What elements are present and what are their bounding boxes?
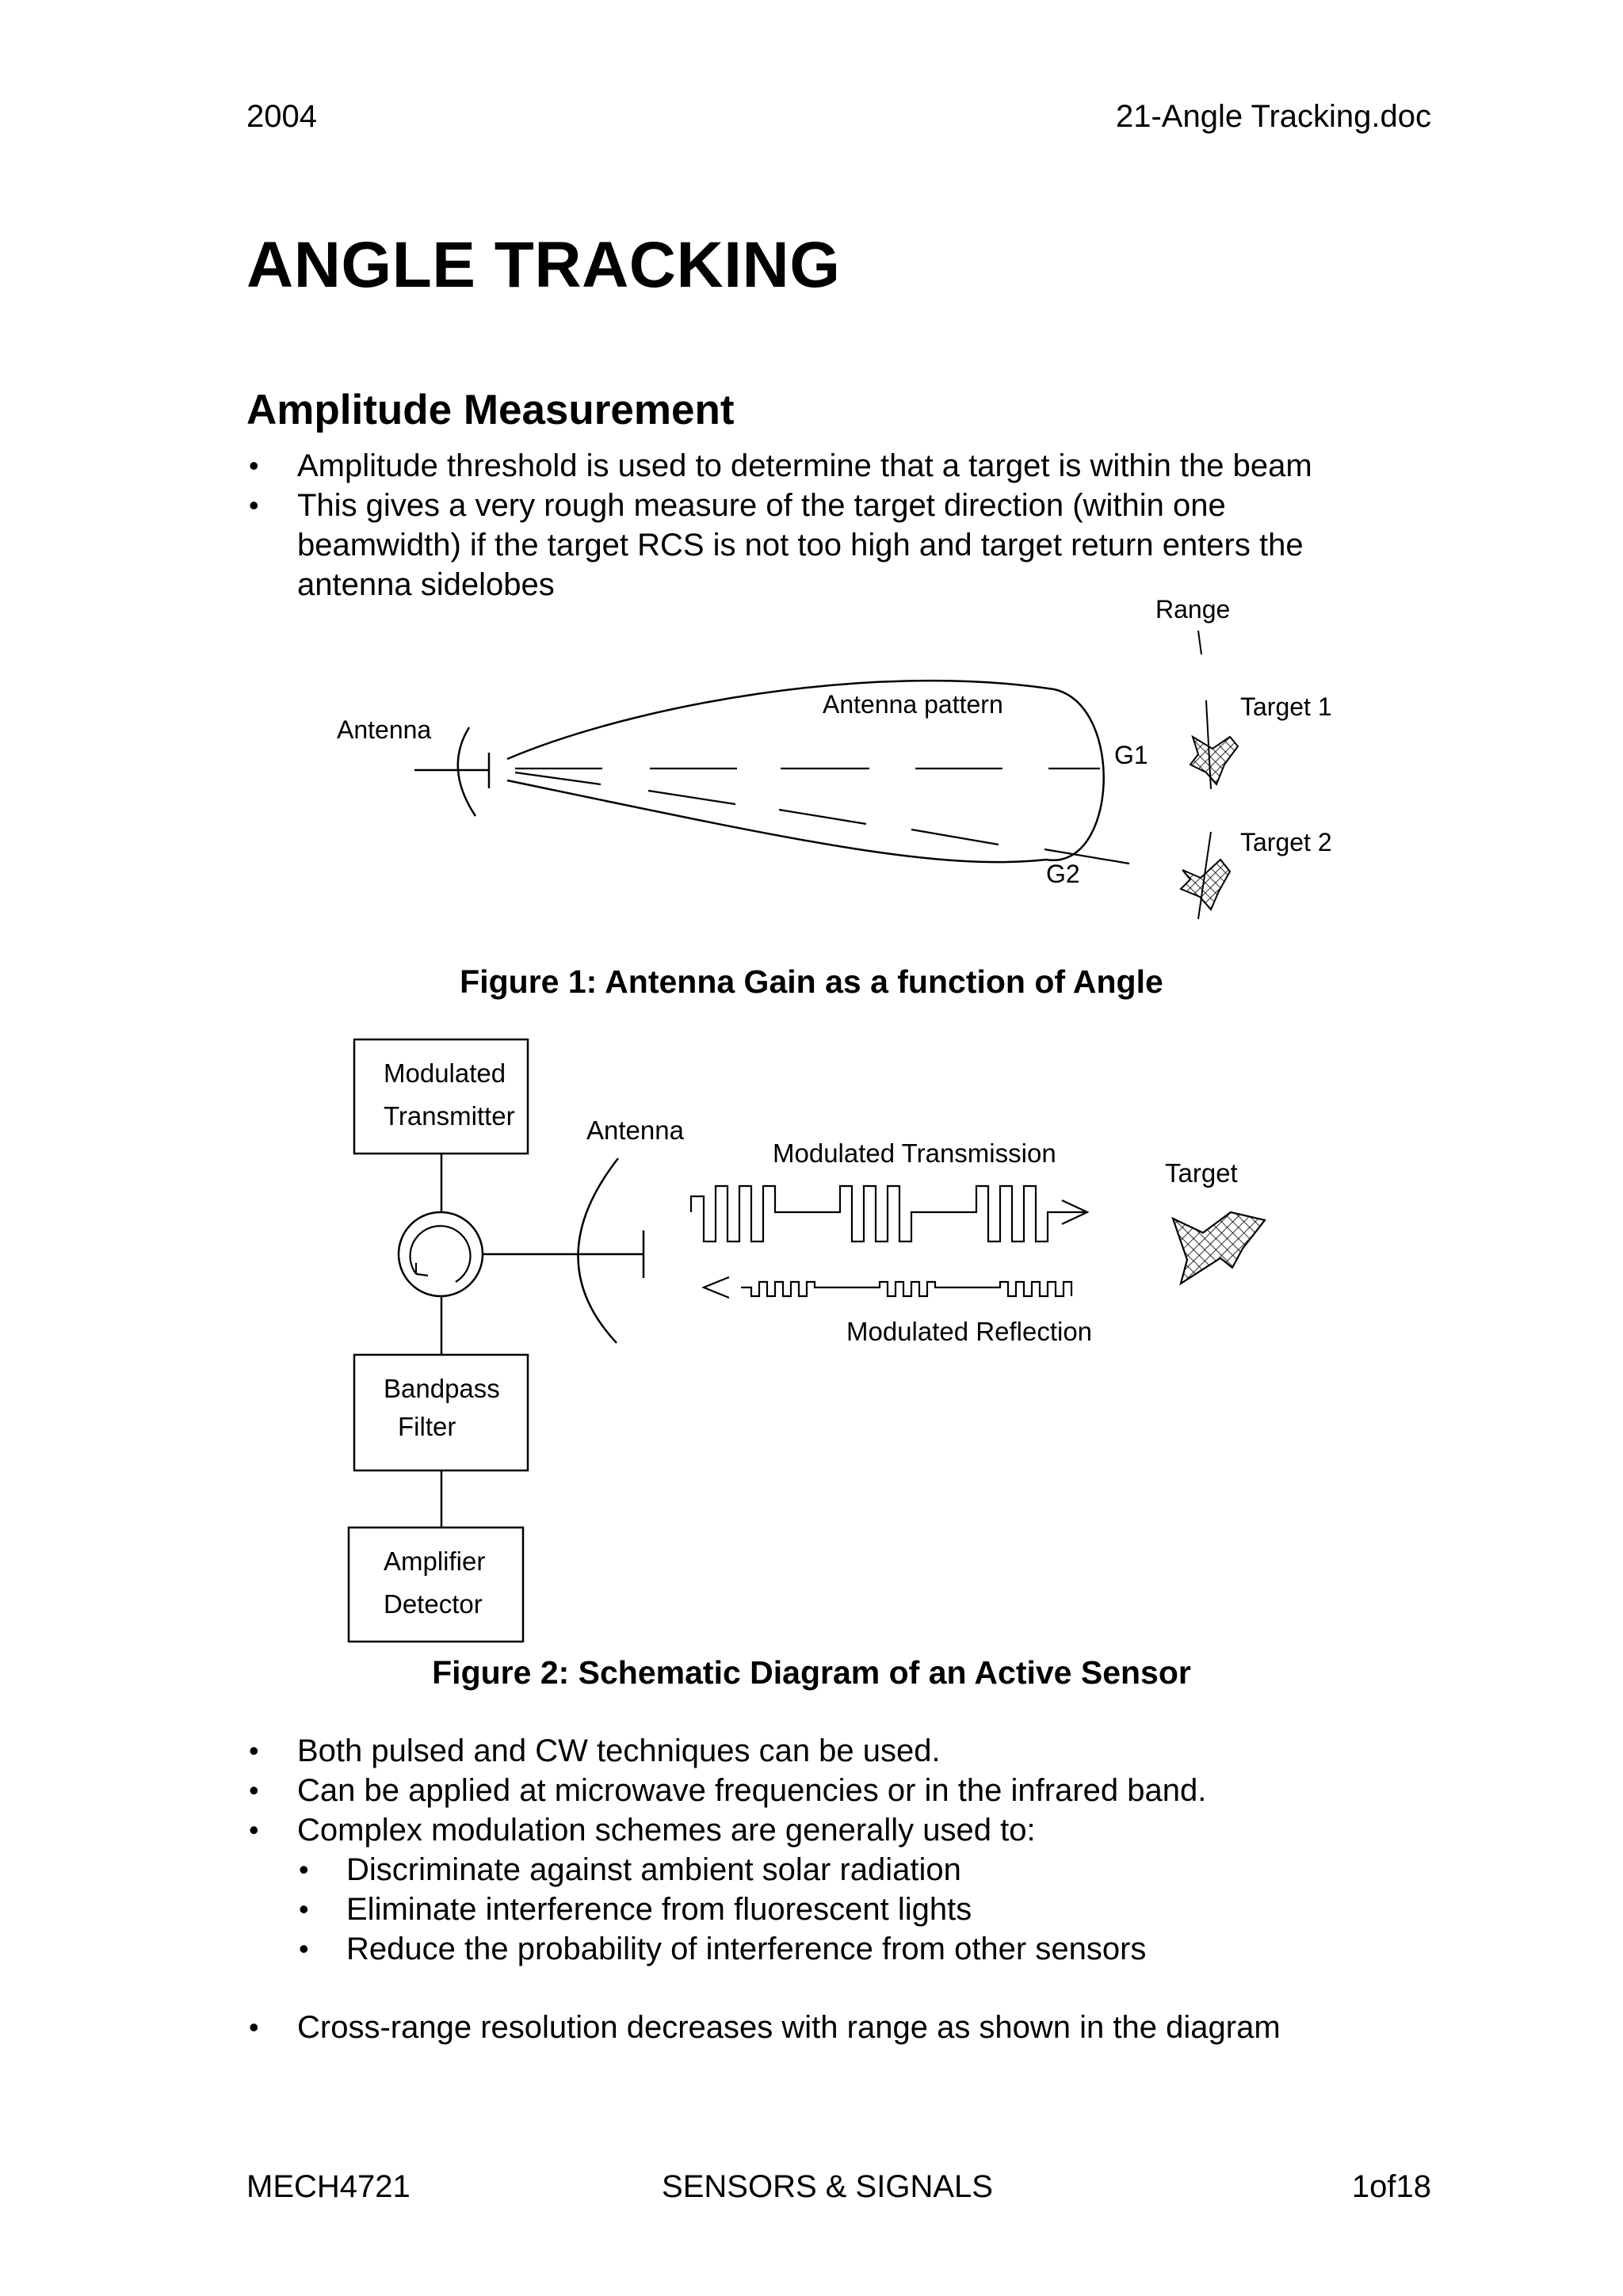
amplifier-label-1: Amplifier [384,1547,485,1576]
figure-1-diagram: Antenna Antenna pattern G1 G2 Range Targ… [337,595,1332,920]
fig2-target-label: Target [1165,1158,1238,1188]
techniques-bullet-list: Both pulsed and CW techniques can be use… [246,1731,1435,1969]
sub-list-item: Discriminate against ambient solar radia… [246,1850,1435,1890]
figure-2-caption: Figure 2: Schematic Diagram of an Active… [432,1654,1191,1691]
target-1-icon [1189,734,1239,786]
transmitter-label-1: Modulated [384,1058,506,1088]
transmission-waveform [689,1184,1087,1243]
fig2-target-icon [1171,1211,1266,1286]
page-title: ANGLE TRACKING [246,229,841,301]
figure-2-diagram: Modulated Transmitter Antenna Modulated … [347,1038,1266,1643]
fig1-antenna-label: Antenna [337,715,431,744]
fig1-g2-label: G2 [1046,860,1080,888]
footer-page-number: 1of18 [1351,2169,1431,2204]
amplifier-detector-box [347,1526,525,1643]
fig1-target2-label: Target 2 [1240,828,1332,856]
fig2-antenna-label: Antenna [586,1116,685,1145]
target-2-icon [1179,858,1232,911]
header-year: 2004 [246,99,317,134]
list-item: This gives a very rough measure of the t… [246,486,1388,605]
fig1-antenna-pattern [506,679,1105,864]
fig1-range-label: Range [1155,595,1230,624]
list-item: Amplitude threshold is used to determine… [246,446,1388,486]
sub-list-item: Reduce the probability of interference f… [246,1929,1435,1969]
list-item: Can be applied at microwave frequencies … [246,1771,1435,1810]
transmitter-box [353,1038,529,1155]
sub-list-item: Eliminate interference from fluorescent … [246,1890,1435,1929]
list-item: Complex modulation schemes are generally… [246,1810,1435,1850]
footer-course-code: MECH4721 [246,2169,411,2204]
fig1-offaxis-line [514,771,1130,865]
reflection-label: Modulated Reflection [846,1317,1092,1346]
footer-course-title: SENSORS & SIGNALS [662,2169,993,2204]
fig1-g1-label: G1 [1114,741,1148,769]
list-item: Both pulsed and CW techniques can be use… [246,1731,1435,1771]
list-item: Cross-range resolution decreases with ra… [246,2008,1435,2047]
fig2-antenna-dish [577,1158,619,1344]
amplifier-label-2: Detector [384,1589,483,1619]
header-filename: 21-Angle Tracking.doc [1115,99,1431,134]
intro-bullet-list: Amplitude threshold is used to determine… [246,446,1388,605]
figure-1-caption: Figure 1: Antenna Gain as a function of … [460,963,1163,1000]
filter-label-2: Filter [398,1412,456,1441]
transmission-label: Modulated Transmission [773,1138,1056,1168]
fig1-target1-label: Target 1 [1240,692,1332,721]
reflection-waveform [741,1280,1073,1298]
filter-label-1: Bandpass [384,1374,500,1403]
fig1-antenna-dish [456,727,477,817]
fig1-pattern-label: Antenna pattern [823,690,1003,719]
final-bullet-list: Cross-range resolution decreases with ra… [246,2008,1435,2047]
section-heading: Amplitude Measurement [246,387,735,433]
transmitter-label-2: Transmitter [384,1101,515,1131]
